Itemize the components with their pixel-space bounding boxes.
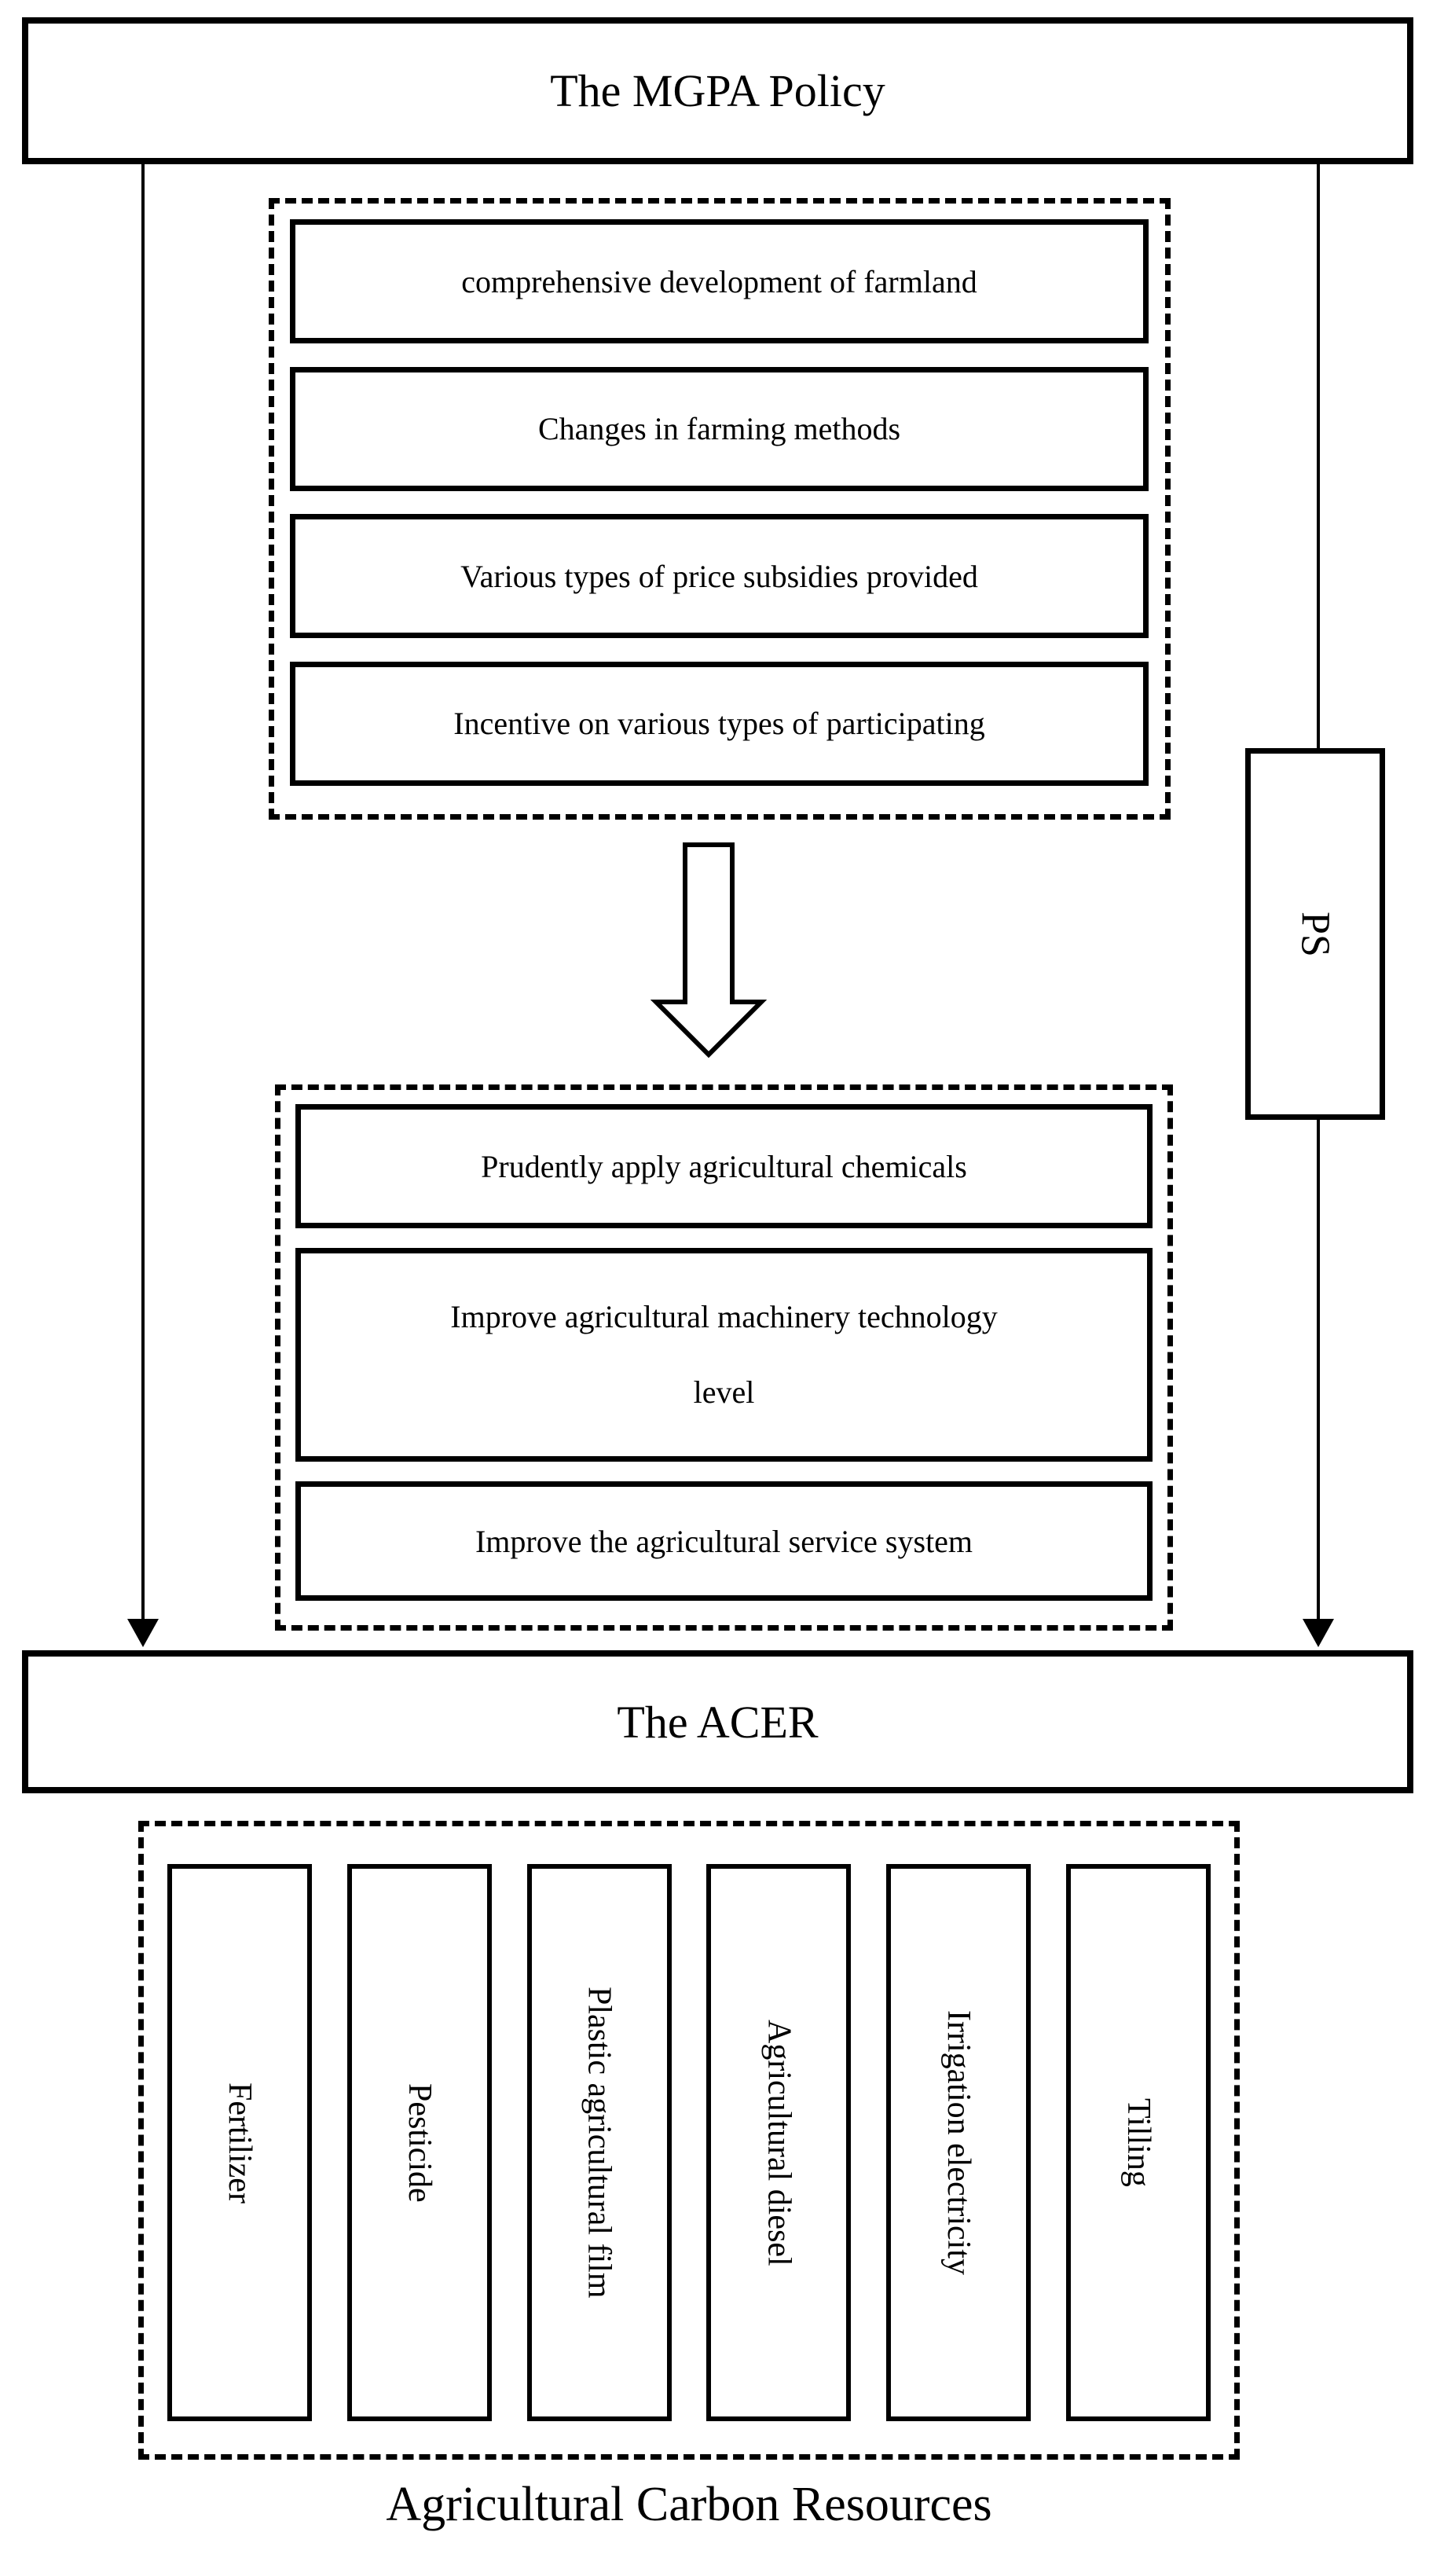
carbon-resource-item: Tilling xyxy=(1065,1864,1211,2421)
carbon-resource-label: Irrigation electricity xyxy=(940,2009,977,2275)
policy-measure-item: Various types of price subsidies provide… xyxy=(290,514,1149,639)
carbon-resource-label: Pesticide xyxy=(401,2082,438,2203)
outcome-measure-label: Prudently apply agricultural chemicals xyxy=(481,1148,967,1184)
carbon-resource-label: Agricultural diesel xyxy=(760,2019,797,2266)
policy-measure-label: Various types of price subsidies provide… xyxy=(460,558,978,594)
outcome-measure-label: Improve the agricultural service system xyxy=(475,1523,973,1559)
acer-label: The ACER xyxy=(617,1696,819,1748)
carbon-resource-label: Fertilizer xyxy=(222,2082,258,2204)
carbon-resources-caption: Agricultural Carbon Resources xyxy=(386,2478,992,2531)
policy-measures-group: comprehensive development of farmland Ch… xyxy=(269,198,1171,820)
mgpa-policy-label: The MGPA Policy xyxy=(550,65,885,116)
left-connector-line xyxy=(141,163,145,1623)
down-arrow-icon xyxy=(651,842,767,1059)
acer-box: The ACER xyxy=(22,1650,1413,1793)
outcome-measure-item: Prudently apply agricultural chemicals xyxy=(295,1104,1153,1228)
right-arrowhead-icon xyxy=(1303,1619,1334,1647)
carbon-resource-item: Plastic agricultural film xyxy=(526,1864,672,2421)
carbon-resources-group: Fertilizer Pesticide Plastic agricultura… xyxy=(138,1821,1240,2460)
policy-measure-label: comprehensive development of farmland xyxy=(461,263,977,299)
left-arrowhead-icon xyxy=(127,1619,159,1647)
ps-box: PS xyxy=(1245,748,1385,1120)
policy-measure-label: Changes in farming methods xyxy=(537,411,901,447)
outcome-measure-item: Improve the agricultural service system xyxy=(295,1481,1153,1601)
policy-measure-item: Incentive on various types of participat… xyxy=(290,661,1149,786)
carbon-resource-item: Agricultural diesel xyxy=(706,1864,852,2421)
carbon-resource-item: Irrigation electricity xyxy=(886,1864,1032,2421)
right-connector-line-upper xyxy=(1317,163,1320,750)
mgpa-policy-box: The MGPA Policy xyxy=(22,17,1413,164)
outcome-measure-item: Improve agricultural machinery technolog… xyxy=(295,1248,1153,1462)
outcome-measure-label: Improve agricultural machinery technolog… xyxy=(450,1299,998,1410)
carbon-resource-item: Fertilizer xyxy=(167,1864,312,2421)
carbon-resource-label: Plastic agricultural film xyxy=(581,1987,618,2299)
policy-measure-label: Incentive on various types of participat… xyxy=(453,706,985,742)
right-connector-line-lower xyxy=(1317,1118,1320,1623)
outcome-measures-group: Prudently apply agricultural chemicals I… xyxy=(275,1084,1173,1631)
ps-label: PS xyxy=(1292,911,1338,957)
policy-measure-item: comprehensive development of farmland xyxy=(290,219,1149,343)
policy-measure-item: Changes in farming methods xyxy=(290,366,1149,491)
carbon-resource-label: Tilling xyxy=(1120,2098,1156,2187)
carbon-resource-item: Pesticide xyxy=(346,1864,492,2421)
